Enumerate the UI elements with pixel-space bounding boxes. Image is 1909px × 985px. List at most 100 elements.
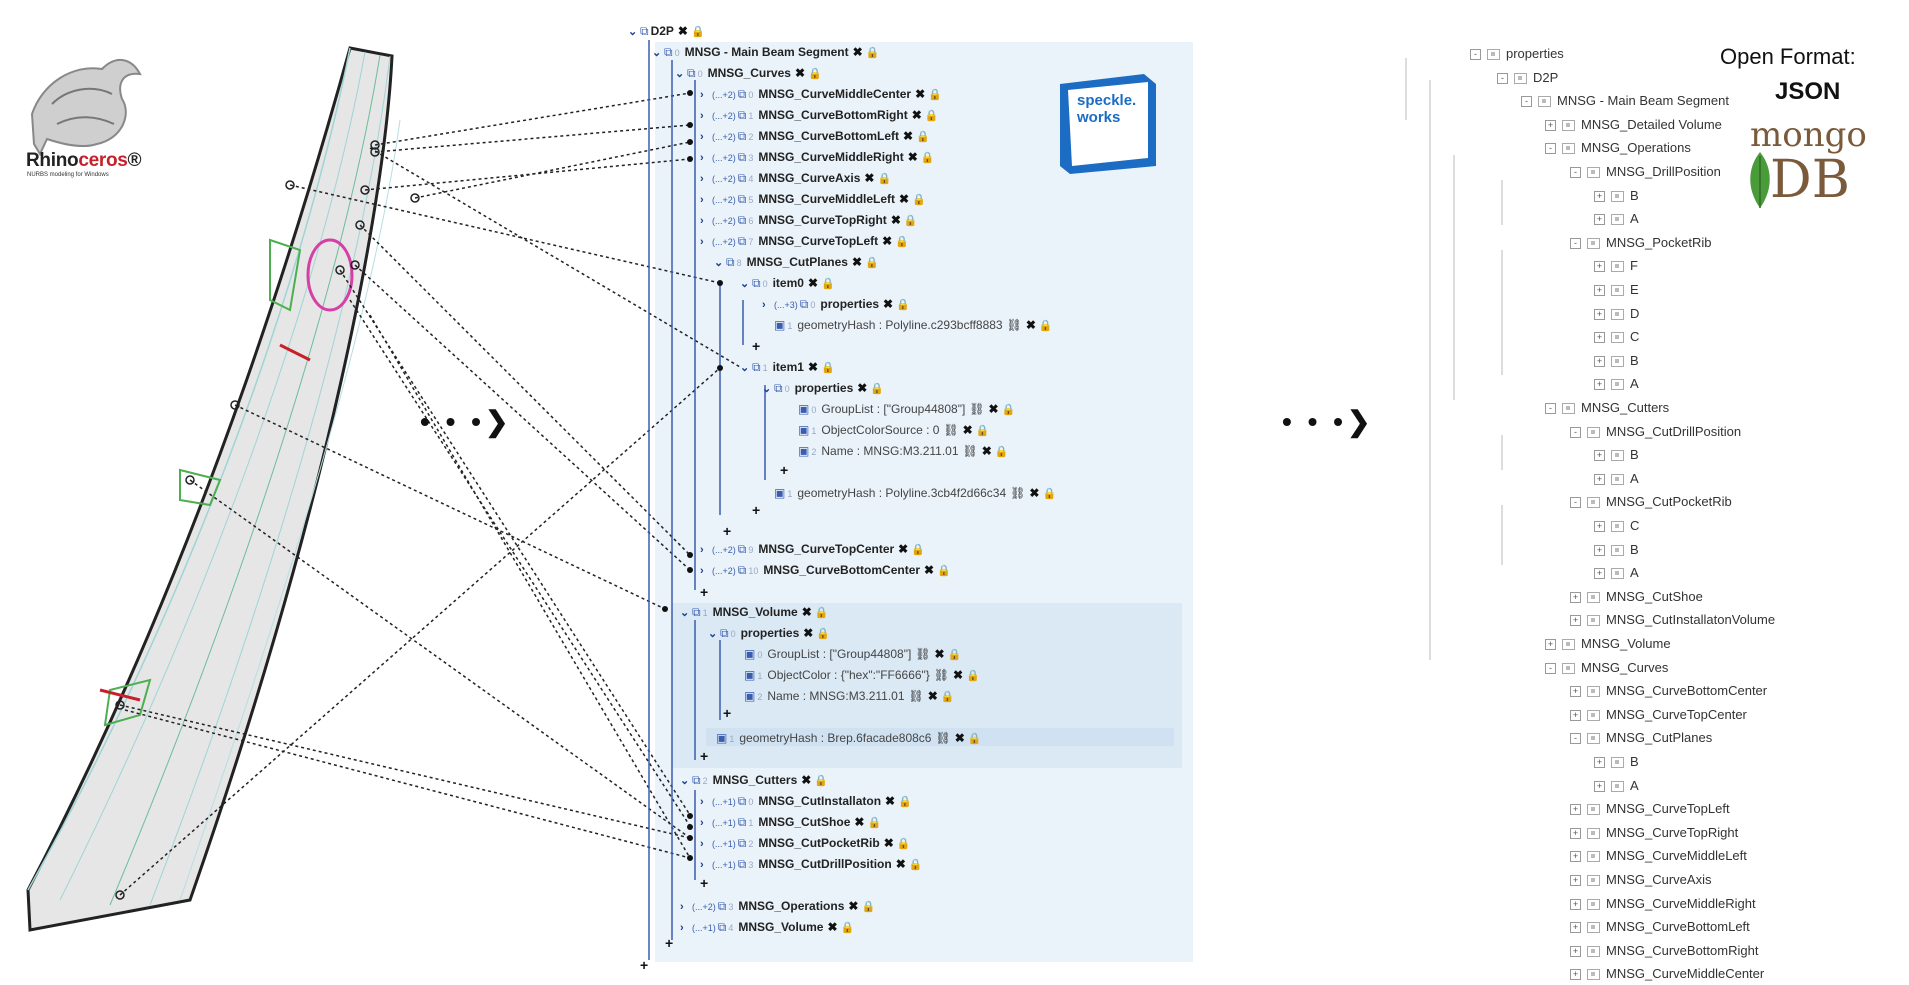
json-tree-node[interactable]: +B [1594,184,1639,207]
expand-icon[interactable]: + [1594,308,1605,320]
remove-icon[interactable]: ✖ [854,815,865,829]
remove-icon[interactable]: ✖ [895,857,906,871]
add-node-icon[interactable]: + [640,957,649,973]
json-tree-node[interactable]: +MNSG_Detailed Volume [1545,113,1722,136]
json-tree-node[interactable]: -MNSG_CutDrillPosition [1570,420,1741,443]
expand-icon[interactable]: + [1570,827,1581,839]
expand-icon[interactable]: + [1570,875,1581,887]
json-tree-node[interactable]: +A [1594,372,1639,395]
lock-icon[interactable]: 🔒 [808,68,822,80]
expand-icon[interactable]: + [1570,945,1581,957]
remove-icon[interactable]: ✖ [911,108,922,122]
lock-icon[interactable]: 🔒 [877,173,892,185]
collapse-icon[interactable]: - [1497,72,1508,84]
json-tree-node[interactable]: +MNSG_CurveTopLeft [1570,797,1730,820]
remove-icon[interactable]: ✖ [924,563,935,577]
collapse-icon[interactable]: - [1545,143,1556,155]
lock-icon[interactable]: 🔒 [816,628,831,640]
collapse-icon[interactable]: - [1570,733,1581,745]
remove-icon[interactable]: ✖ [883,836,894,850]
chevron-icon[interactable]: › [700,152,704,164]
collapse-icon[interactable]: - [1545,662,1556,674]
chevron-icon[interactable]: ⌄ [680,775,690,787]
chevron-icon[interactable]: › [700,565,704,577]
remove-icon[interactable]: ✖ [852,45,863,59]
expand-icon[interactable]: + [1594,521,1605,533]
lock-icon[interactable]: 🔒 [911,544,925,556]
lock-icon[interactable]: 🔒 [994,446,1009,458]
json-tree-node[interactable]: -MNSG_Curves [1545,656,1668,679]
json-tree-node[interactable]: +MNSG_CurveBottomRight [1570,939,1758,962]
tree-row[interactable]: ⌄⧉D2P✖🔒 [628,22,705,40]
expand-icon[interactable]: + [1570,591,1581,603]
json-tree-node[interactable]: +B [1594,538,1639,561]
expand-icon[interactable]: + [1594,544,1605,556]
json-tree-node[interactable]: +MNSG_CutInstallatonVolume [1570,608,1775,631]
lock-icon[interactable]: 🔒 [928,89,942,101]
json-tree-node[interactable]: +MNSG_CurveBottomLeft [1570,915,1750,938]
json-tree-node[interactable]: +MNSG_Volume [1545,632,1671,655]
remove-icon[interactable]: ✖ [1025,318,1036,332]
lock-icon[interactable]: 🔒 [1042,488,1057,500]
lock-icon[interactable]: 🔒 [916,131,930,143]
add-node-icon[interactable]: + [665,935,674,951]
remove-icon[interactable]: ✖ [857,381,868,395]
json-tree-node[interactable]: +MNSG_CurveAxis [1570,868,1711,891]
remove-icon[interactable]: ✖ [954,731,965,745]
remove-icon[interactable]: ✖ [794,66,806,80]
remove-icon[interactable]: ✖ [803,626,814,640]
json-tree-node[interactable]: +A [1594,774,1639,797]
lock-icon[interactable]: 🔒 [940,691,955,703]
json-tree-node[interactable]: -D2P [1497,66,1558,89]
chevron-icon[interactable]: ⌄ [680,607,690,619]
json-tree-node[interactable]: -MNSG_CutPocketRib [1570,490,1732,513]
remove-icon[interactable]: ✖ [807,276,819,290]
remove-icon[interactable]: ✖ [883,297,894,311]
collapse-icon[interactable]: - [1521,96,1532,108]
expand-icon[interactable]: + [1570,709,1581,721]
json-tree-node[interactable]: +C [1594,325,1639,348]
remove-icon[interactable]: ✖ [890,213,901,227]
expand-icon[interactable]: + [1570,851,1581,863]
chevron-icon[interactable]: › [762,299,766,311]
expand-icon[interactable]: + [1545,119,1556,131]
expand-icon[interactable]: + [1570,969,1581,981]
lock-icon[interactable]: 🔒 [865,257,879,269]
lock-icon[interactable]: 🔒 [1001,404,1016,416]
json-tree-node[interactable]: +F [1594,254,1638,277]
chevron-icon[interactable]: › [700,110,704,122]
remove-icon[interactable]: ✖ [801,605,812,619]
chevron-icon[interactable]: › [700,817,704,829]
add-node-icon[interactable]: + [700,875,709,891]
json-tree-node[interactable]: -MNSG_PocketRib [1570,231,1711,254]
lock-icon[interactable]: 🔒 [966,670,980,682]
chevron-icon[interactable]: › [700,194,704,206]
lock-icon[interactable]: 🔒 [908,859,923,871]
chevron-icon[interactable]: ⌄ [708,628,718,640]
chevron-icon[interactable]: › [680,922,684,934]
remove-icon[interactable]: ✖ [882,234,893,248]
json-tree-node[interactable]: +A [1594,467,1639,490]
chevron-icon[interactable]: › [700,859,704,871]
json-tree-node[interactable]: -properties [1470,42,1564,65]
chevron-icon[interactable]: › [700,89,704,101]
lock-icon[interactable]: 🔒 [870,383,885,395]
expand-icon[interactable]: + [1570,898,1581,910]
